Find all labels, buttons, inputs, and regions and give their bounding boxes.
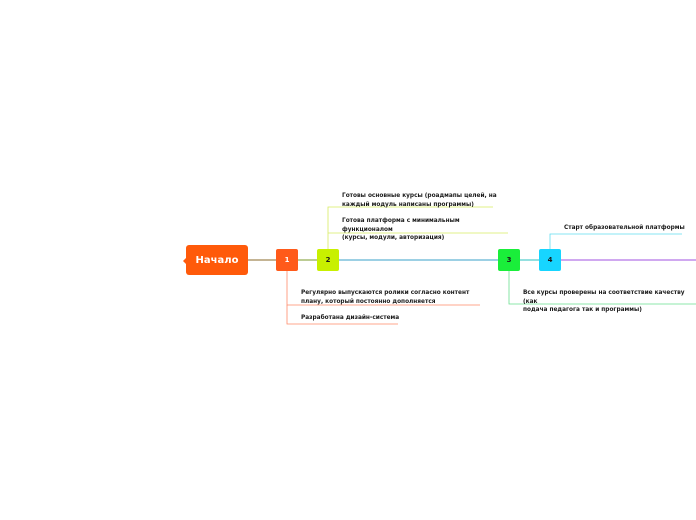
branch-4-a bbox=[549, 233, 682, 249]
leaf-node-platform-start[interactable]: Старт образовательной платформы bbox=[564, 225, 685, 231]
milestone-node-2[interactable]: 2 bbox=[317, 249, 339, 271]
root-node[interactable]: Начало bbox=[186, 245, 248, 275]
leaf-node-videos-released[interactable]: Регулярно выпускаются ролики согласно ко… bbox=[301, 290, 470, 305]
milestone-node-3[interactable]: 3 bbox=[498, 249, 520, 271]
branch-3-a bbox=[508, 271, 696, 305]
milestone-node-1[interactable]: 1 bbox=[276, 249, 298, 271]
leaf-node-courses-ready[interactable]: Готовы основные курсы (роадмапы целей, н… bbox=[342, 193, 497, 208]
milestone-node-4[interactable]: 4 bbox=[539, 249, 561, 271]
leaf-node-design-system[interactable]: Разработана дизайн-система bbox=[301, 315, 400, 321]
branch-2-a bbox=[327, 206, 493, 249]
root-node-notch bbox=[183, 257, 187, 265]
leaf-node-platform-ready[interactable]: Готова платформа с минимальным функциона… bbox=[342, 218, 460, 241]
branch-1-b bbox=[286, 305, 398, 325]
leaf-node-quality-checked[interactable]: Все курсы проверены на соответствие каче… bbox=[523, 290, 685, 313]
